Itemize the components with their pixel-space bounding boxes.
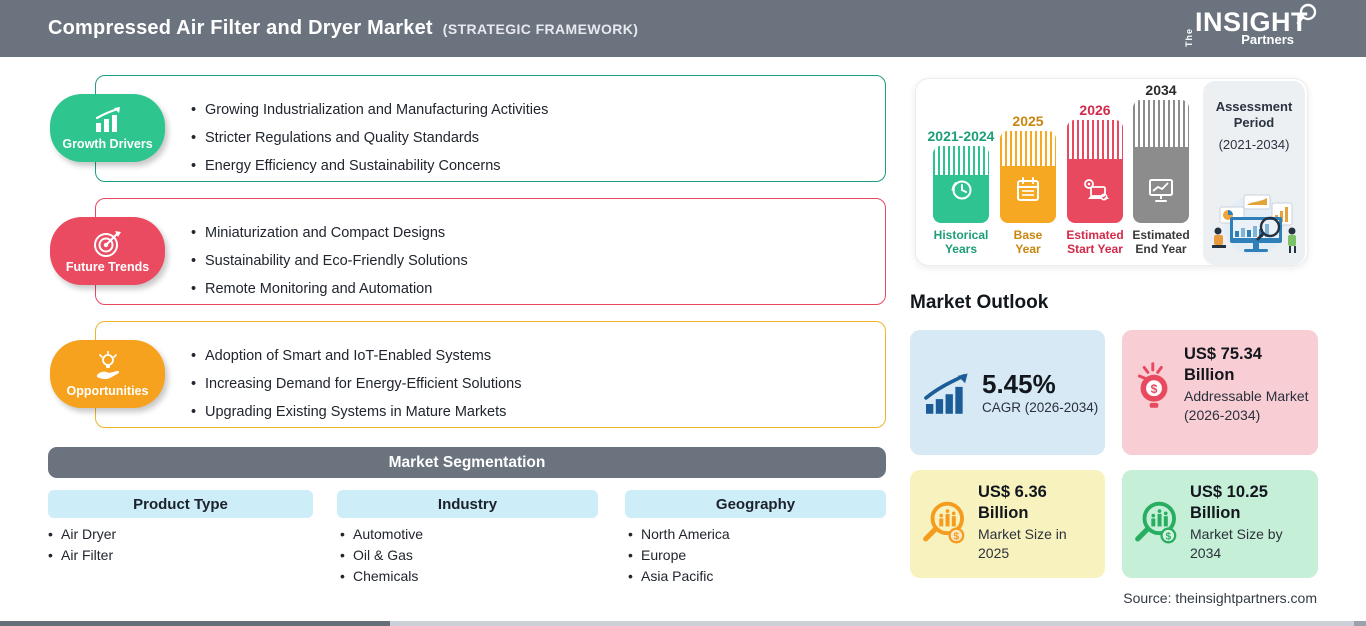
historical-years-range: 2021-2024 <box>927 128 995 144</box>
bar-stripes <box>933 146 989 176</box>
future-trends-box: Miniaturization and Compact Designs Sust… <box>95 198 886 305</box>
page-title: Compressed Air Filter and Dryer Market <box>48 17 433 39</box>
list-item: Air Filter <box>48 545 116 566</box>
opportunity-item: Upgrading Existing Systems in Mature Mar… <box>191 398 885 426</box>
scrollbar-corner <box>1354 621 1366 626</box>
market-size-2025-label: Market Size in 2025 <box>978 526 1067 561</box>
svg-text:$: $ <box>954 531 960 542</box>
market-size-2034-value: US$ 10.25 Billion <box>1190 483 1268 522</box>
opportunities-label: Opportunities <box>66 383 149 398</box>
opportunities-badge: Opportunities <box>50 340 165 408</box>
estimated-start-year-bar <box>1067 120 1123 223</box>
presentation-screen-icon <box>1149 179 1173 202</box>
cagr-value: 5.45% <box>982 369 1056 399</box>
estimated-end-year: 2034 <box>1145 82 1177 98</box>
magnifier-icon <box>1296 3 1317 25</box>
addressable-market-value: US$ 75.34 Billion <box>1184 345 1262 384</box>
product-type-list: Air Dryer Air Filter <box>48 524 116 566</box>
growth-driver-item: Stricter Regulations and Quality Standar… <box>191 124 885 152</box>
logo-insight-text: INSIGHT <box>1194 7 1308 37</box>
segment-header-geography: Geography <box>625 490 886 518</box>
market-segmentation-bar: Market Segmentation <box>48 447 886 478</box>
future-trend-item: Sustainability and Eco-Friendly Solution… <box>191 247 885 275</box>
growth-drivers-label: Growth Drivers <box>62 136 153 151</box>
history-clock-icon <box>951 180 972 200</box>
growth-drivers-badge: Growth Drivers <box>50 94 165 162</box>
market-size-2025-value: US$ 6.36 Billion <box>978 483 1047 522</box>
cagr-label: CAGR (2026-2034) <box>982 400 1099 415</box>
svg-text:$: $ <box>1151 382 1158 396</box>
logo-partners-text: Partners <box>1241 32 1294 47</box>
horizontal-scrollbar[interactable] <box>0 621 1366 626</box>
future-trend-item: Miniaturization and Compact Designs <box>191 219 885 247</box>
assessment-timeline-panel: 2021-2024 2025 2026 2034 <box>915 78 1308 266</box>
market-segmentation-title: Market Segmentation <box>388 453 546 471</box>
target-icon <box>93 230 121 257</box>
source-attribution: Source: theinsightpartners.com <box>1123 590 1317 606</box>
base-year: 2025 <box>1012 113 1044 129</box>
bar-stripes <box>1000 131 1056 166</box>
opportunity-item: Adoption of Smart and IoT-Enabled System… <box>191 342 885 370</box>
list-item: Air Dryer <box>48 524 116 545</box>
geography-list: North America Europe Asia Pacific <box>628 524 730 587</box>
bar-stripes <box>1067 120 1123 160</box>
market-outlook-title: Market Outlook <box>910 292 1049 313</box>
segment-header-label: Geography <box>715 495 796 513</box>
scrollbar-thumb[interactable] <box>0 621 390 626</box>
future-trends-badge: Future Trends <box>50 217 165 285</box>
header-bar: Compressed Air Filter and Dryer Market (… <box>0 0 1366 57</box>
calendar-icon <box>1017 177 1039 201</box>
svg-text:$: $ <box>1166 531 1172 542</box>
logo-the-text: The <box>1183 27 1194 47</box>
base-year-bar <box>1000 131 1056 223</box>
bulb-dollar-icon: $ <box>1137 362 1168 408</box>
opportunities-box: Adoption of Smart and IoT-Enabled System… <box>95 321 886 428</box>
estimated-start-year: 2026 <box>1079 102 1111 118</box>
assessment-period-range: (2021-2034) <box>1218 137 1290 152</box>
magnifier-chart-dollar-icon: $ <box>1135 501 1177 544</box>
future-trends-label: Future Trends <box>65 259 150 274</box>
analytics-illustration <box>1212 194 1296 255</box>
bar-chart-arrow-icon <box>95 106 120 132</box>
market-size-2034-label: Market Size by 2034 <box>1190 526 1283 561</box>
growth-driver-item: Energy Efficiency and Sustainability Con… <box>191 152 885 180</box>
historical-years-bar <box>933 146 989 223</box>
list-item: Oil & Gas <box>340 545 423 566</box>
list-item: Asia Pacific <box>628 566 730 587</box>
opportunity-item: Increasing Demand for Energy-Efficient S… <box>191 370 885 398</box>
growth-bars-arrow-icon <box>924 372 968 414</box>
market-size-2034-card: $ US$ 10.25 Billion Market Size by 2034 <box>1122 470 1318 578</box>
list-item: North America <box>628 524 730 545</box>
growth-driver-item: Growing Industrialization and Manufactur… <box>191 96 885 124</box>
addressable-market-label: Addressable Market (2026-2034) <box>1184 388 1309 423</box>
laptop-gear-icon <box>1084 179 1109 201</box>
segment-header-label: Product Type <box>133 495 228 513</box>
list-item: Chemicals <box>340 566 423 587</box>
hand-bulb-icon <box>96 350 119 379</box>
estimated-end-year-bar <box>1133 100 1189 223</box>
addressable-market-card: $ US$ 75.34 Billion Addressable Market (… <box>1122 330 1318 455</box>
industry-list: Automotive Oil & Gas Chemicals <box>340 524 423 587</box>
cagr-card: 5.45% CAGR (2026-2034) <box>910 330 1105 455</box>
growth-drivers-box: Growing Industrialization and Manufactur… <box>95 75 886 182</box>
segment-header-product-type: Product Type <box>48 490 313 518</box>
future-trend-item: Remote Monitoring and Automation <box>191 275 885 303</box>
segment-header-label: Industry <box>437 495 498 513</box>
magnifier-chart-dollar-icon: $ <box>923 501 965 544</box>
segment-header-industry: Industry <box>337 490 598 518</box>
market-size-2025-card: $ US$ 6.36 Billion Market Size in 2025 <box>910 470 1105 578</box>
list-item: Europe <box>628 545 730 566</box>
company-logo: The INSIGHT Partners <box>1183 3 1317 47</box>
list-item: Automotive <box>340 524 423 545</box>
bar-stripes <box>1133 100 1189 147</box>
page-subtitle: (STRATEGIC FRAMEWORK) <box>442 20 639 37</box>
